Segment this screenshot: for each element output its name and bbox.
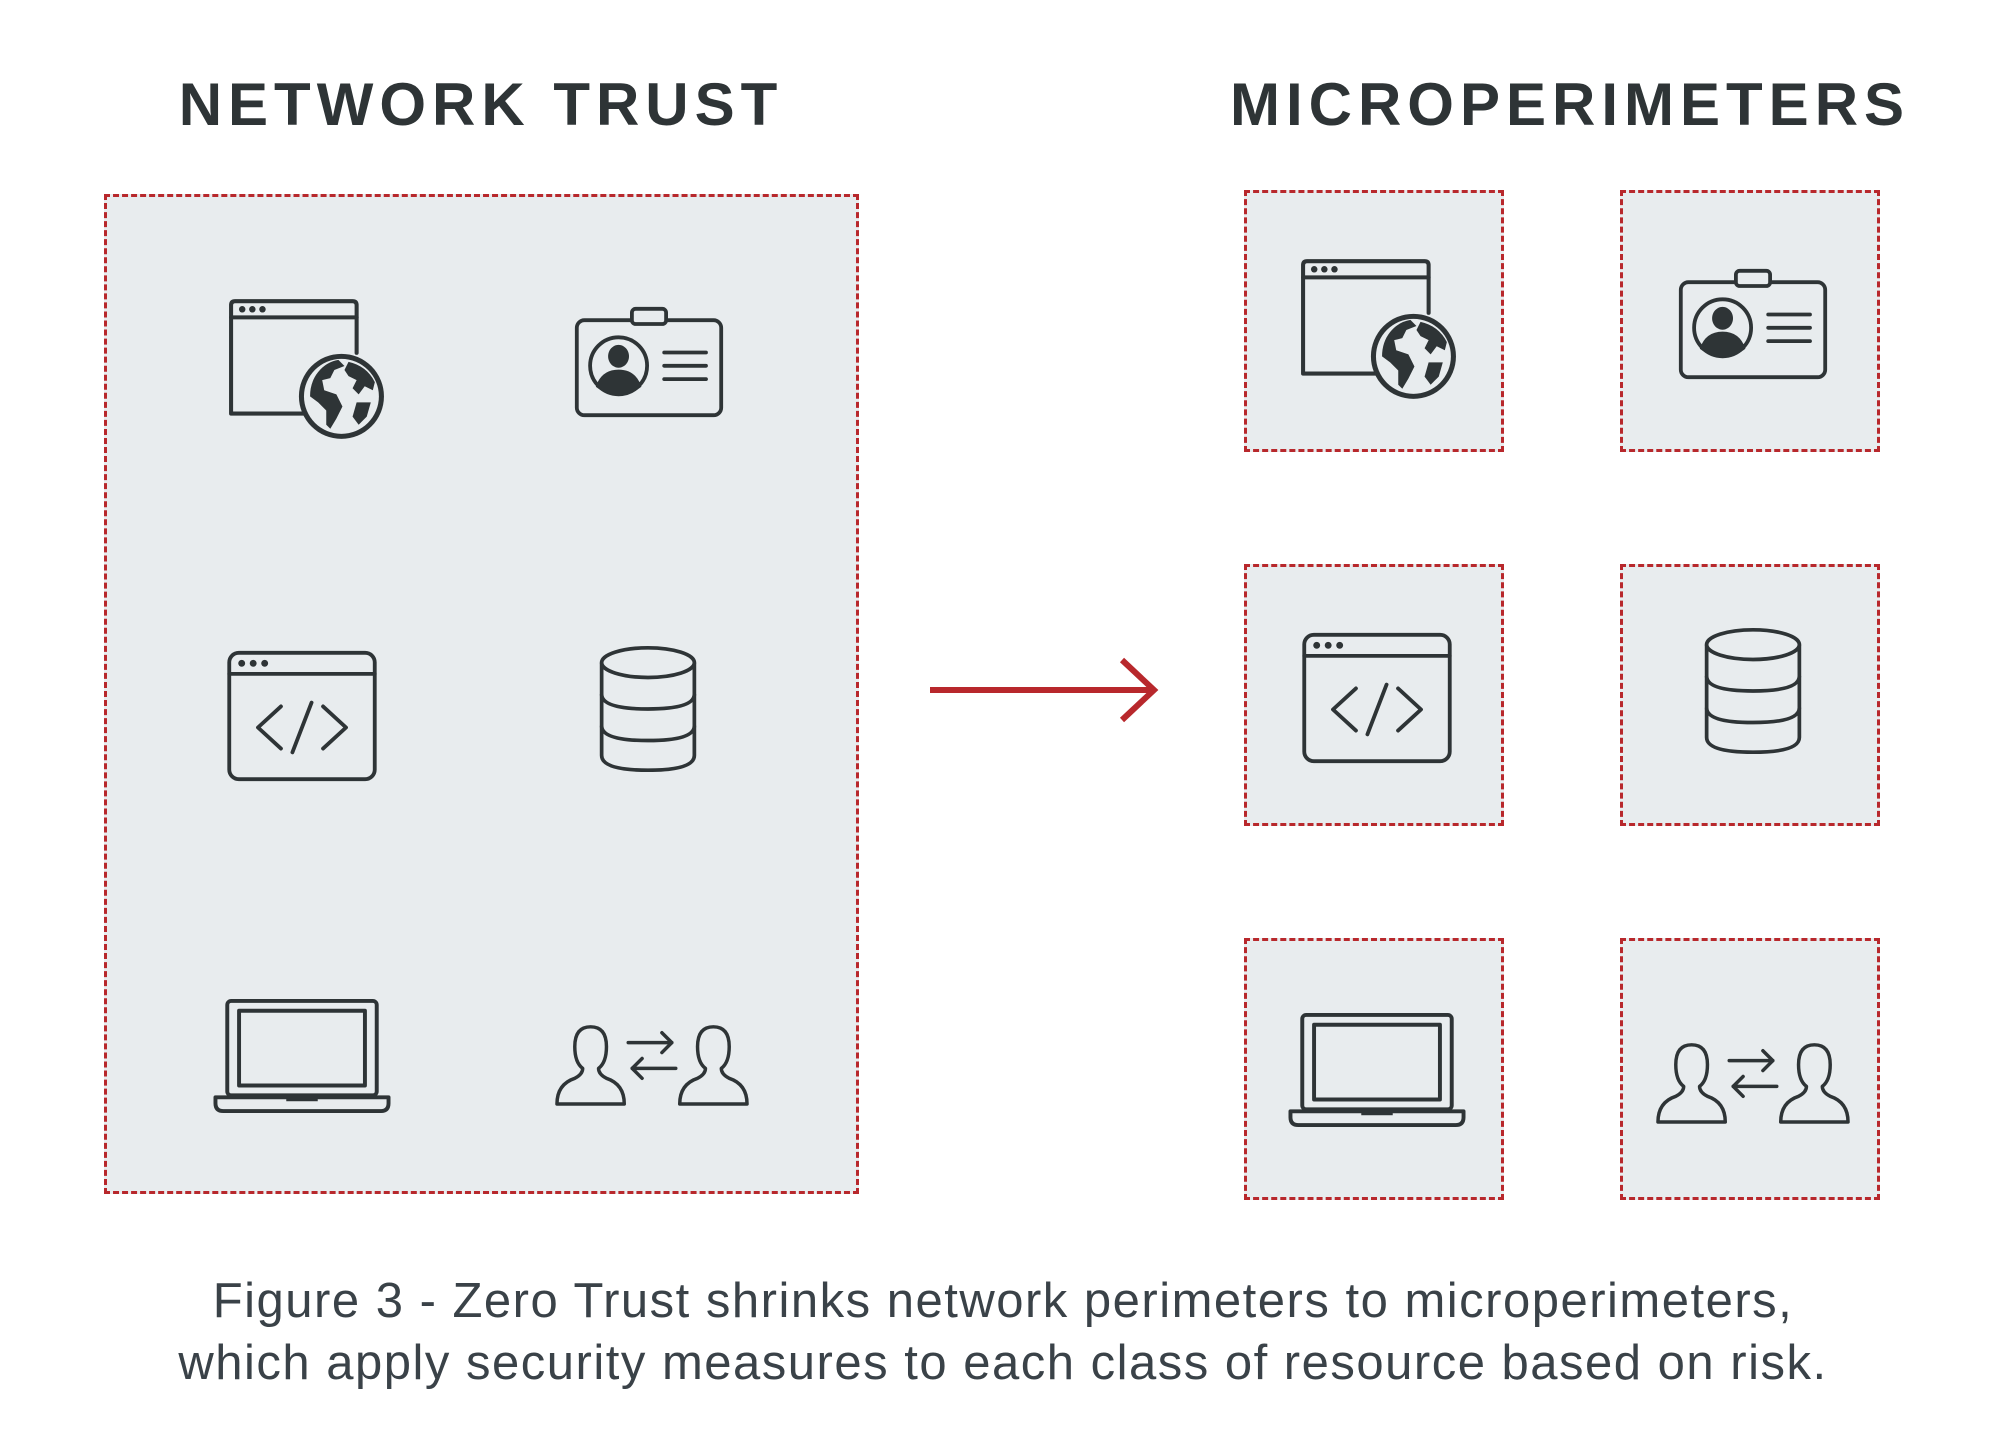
network-trust-perimeter [104,194,859,1194]
arrow-right-icon [930,657,1159,723]
code-window-icon [1300,631,1454,765]
web-browser-globe-icon [225,297,387,439]
id-badge-icon [1677,267,1829,381]
microperimeter-laptop [1244,938,1504,1200]
database-icon [1702,624,1804,758]
microperimeter-code [1244,564,1504,826]
figure-caption: Figure 3 - Zero Trust shrinks network pe… [0,1270,2006,1394]
microperimeter-identity [1620,190,1880,452]
caption-line-2: which apply security measures to each cl… [178,1336,1828,1390]
user-exchange-icon [553,1009,751,1108]
microperimeter-database [1620,564,1880,826]
microperimeter-users [1620,938,1880,1200]
code-window-icon [225,649,379,783]
id-badge-icon [573,305,725,419]
caption-line-1: Figure 3 - Zero Trust shrinks network pe… [212,1274,1794,1328]
microperimeter-web [1244,190,1504,452]
user-exchange-icon [1654,1027,1852,1126]
database-icon [597,642,699,776]
laptop-icon [1288,1011,1466,1129]
laptop-icon [213,997,391,1115]
microperimeters-heading: MICROPERIMETERS [1230,71,1911,138]
web-browser-globe-icon [1297,257,1459,399]
network-trust-heading: NETWORK TRUST [178,71,784,138]
